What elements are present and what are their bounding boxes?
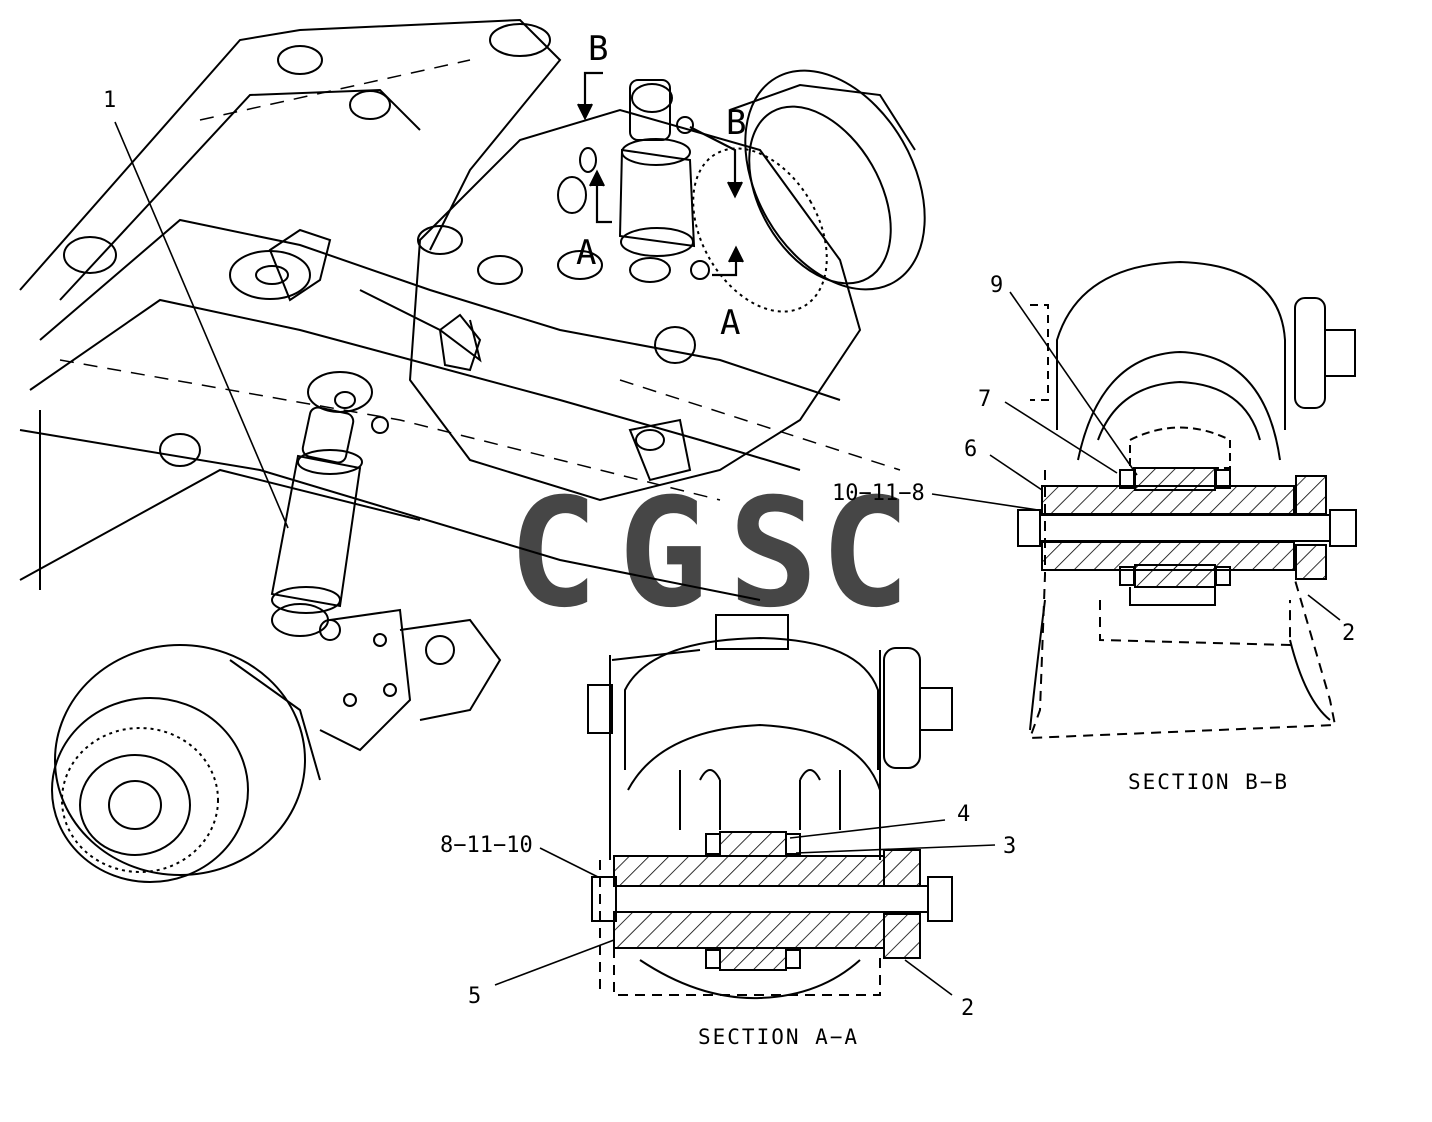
callout-2-section-a: 2 <box>961 996 974 1021</box>
section-a-a-view <box>587 614 953 1000</box>
callout-5: 5 <box>468 984 481 1009</box>
watermark-letter-g: G <box>618 467 708 641</box>
callout-1: 1 <box>103 88 116 113</box>
callout-8-11-10: 8−11−10 <box>440 833 533 858</box>
watermark-letter-c1: C <box>508 467 598 641</box>
section-marker-a-bottom: A <box>720 303 740 343</box>
section-marker-a-left: A <box>576 233 596 273</box>
callout-4: 4 <box>957 802 970 827</box>
callout-6: 6 <box>964 437 977 462</box>
watermark-letter-s: S <box>728 467 818 641</box>
leader-lines <box>114 121 1341 996</box>
section-marker-b-right: B <box>726 103 746 143</box>
isometric-assembly <box>19 18 926 883</box>
callout-10-11-8: 10−11−8 <box>832 481 925 506</box>
caption-section-a-a: SECTION A−A <box>698 1025 859 1049</box>
callout-7: 7 <box>978 387 991 412</box>
callout-9: 9 <box>990 273 1003 298</box>
callout-2-section-b: 2 <box>1342 621 1355 646</box>
section-marker-b-top: B <box>588 29 608 69</box>
section-cut-lines <box>577 71 744 277</box>
watermark-letter-c2: C <box>820 467 910 641</box>
callout-3: 3 <box>1003 834 1016 859</box>
cgsc-watermark: C G S C <box>508 467 910 641</box>
section-b-b-view <box>1017 260 1357 740</box>
caption-section-b-b: SECTION B−B <box>1128 770 1289 794</box>
